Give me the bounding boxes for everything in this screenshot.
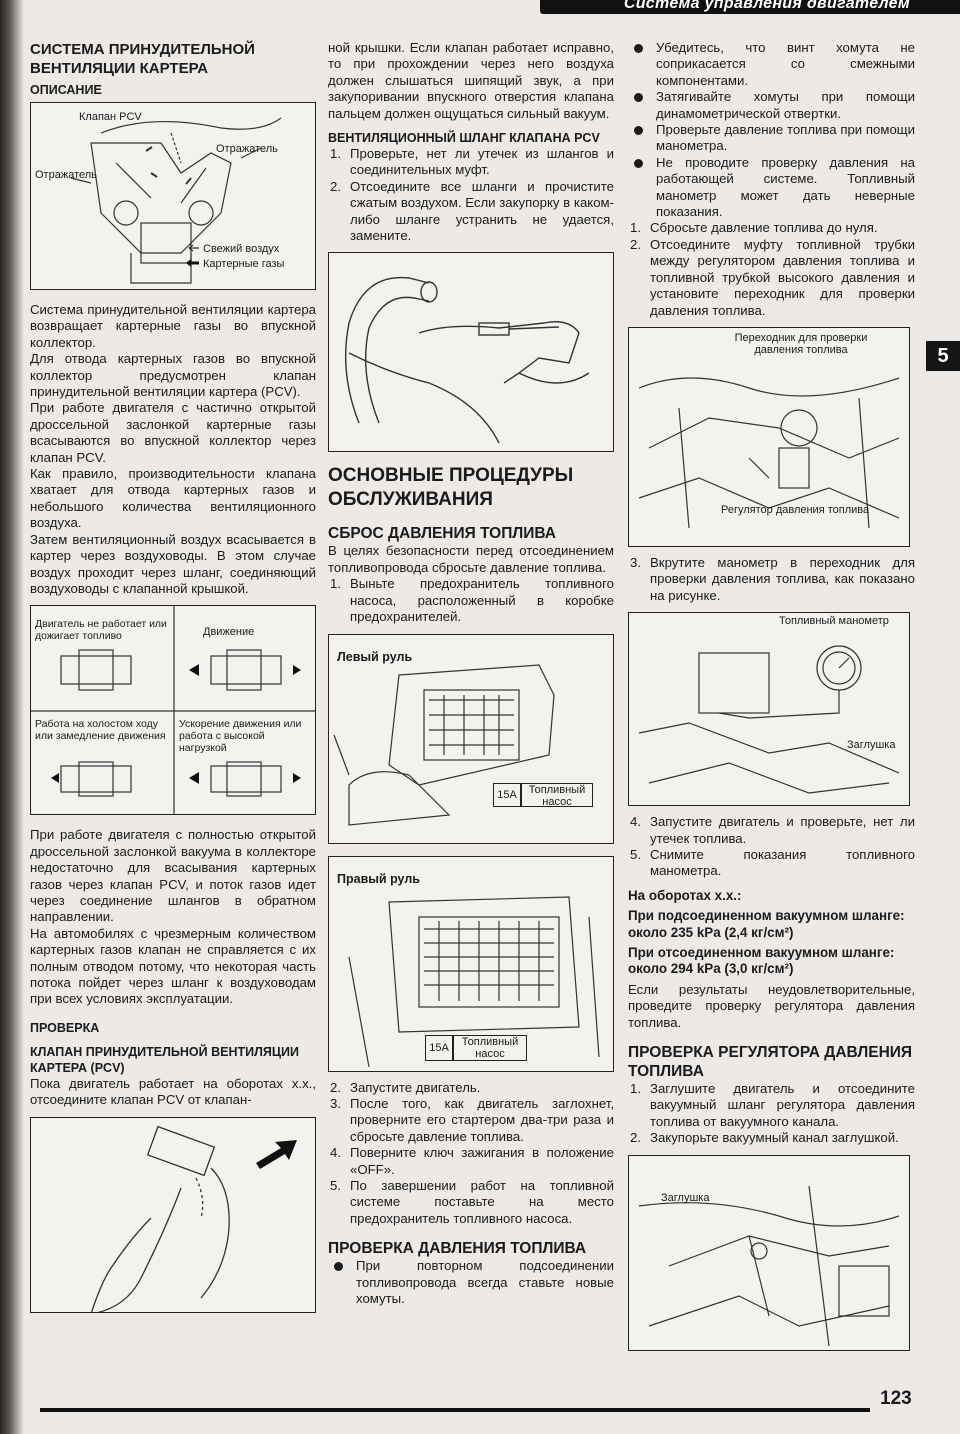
fig-title-left: Левый руль: [337, 649, 413, 664]
fuse-15a-right: 15A: [425, 1034, 453, 1061]
label-engine-off: Двигатель не работает или дожигает топли…: [35, 618, 167, 643]
pcv-system-figure: Клапан PCV Отражатель Отражатель Свежий …: [30, 102, 316, 290]
label-idle: Работа на холостом ходу или замедление д…: [35, 718, 166, 743]
fuel-pump-label-right: Топливный насос: [453, 1034, 527, 1061]
paragraph: Если результаты неудовлетворительные, пр…: [628, 981, 915, 1030]
reset-pressure-heading: СБРОС ДАВЛЕНИЯ ТОПЛИВА: [328, 525, 556, 543]
paragraph: В целях безопасности перед отсоединением…: [328, 543, 614, 575]
label-regulator: Регулятор давления топлива: [721, 503, 870, 516]
pressure-steps-4-5: 4.Запустите двигатель и проверьте, нет л…: [628, 814, 915, 880]
paragraph: При работе двигателя с полностью открыто…: [30, 827, 316, 925]
label-reflector-right: Отражатель: [216, 143, 278, 155]
adapter-figure: Переходник для проверки давления топлива…: [628, 326, 910, 547]
list-item: 1.Выньте предохранитель топливного насос…: [330, 576, 614, 625]
list-item: 5.Снимите показания топливного манометра…: [630, 846, 915, 879]
hose-steps: 1.Проверьте, нет ли утечек из шлангов и …: [328, 146, 614, 244]
column-3: Убедитесь, что винт хомута не соприкасае…: [628, 40, 915, 1351]
label-plug: Заглушка: [661, 1191, 710, 1204]
paragraph: При работе двигателя с частично открытой…: [30, 400, 316, 465]
list-item: Убедитесь, что винт хомута не соприкасае…: [628, 40, 915, 89]
hose-cleaning-figure: [328, 252, 614, 453]
section-tab: 5: [926, 341, 960, 371]
column-1: СИСТЕМА ПРИНУДИТЕЛЬНОЙ ВЕНТИЛЯЦИИ КАРТЕР…: [30, 40, 316, 1313]
main-procedures-heading: ОСНОВНЫЕ ПРОЦЕДУРЫ ОБСЛУЖИВАНИЯ: [328, 465, 574, 511]
list-item: 1.Сбросьте давление топлива до нуля.: [630, 220, 878, 236]
list-item: 3.После того, как двигатель заглохнет, п…: [330, 1095, 614, 1144]
pcv-finger-test-figure: [30, 1116, 316, 1313]
paragraph: Затем вентиляционный воздух всасывается …: [30, 531, 316, 596]
pressure-check-heading: ПРОВЕРКА ДАВЛЕНИЯ ТОПЛИВА: [328, 1240, 587, 1258]
label-fresh-air: Свежий воздух: [203, 243, 280, 255]
column-2: ной крышки. Если клапан работает исправн…: [328, 40, 614, 1307]
pressure-steps-1-2: 1.Сбросьте давление топлива до нуля. 2.О…: [628, 220, 915, 318]
engine-illustration: [70, 117, 282, 284]
running-header: Система управления двигателем: [540, 0, 960, 14]
list-item: 2.Отсоедините все шланги и прочистите сж…: [330, 178, 614, 244]
label-driving: Движение: [203, 626, 255, 639]
paragraph: Для отвода картерных газов во впускной к…: [30, 351, 316, 400]
footer-rule: [40, 1408, 870, 1412]
air-gun-illustration: [344, 277, 590, 444]
fig-title-right: Правый руль: [337, 871, 420, 886]
list-item: Затягивайте хомуты при помощи динамометр…: [628, 89, 915, 122]
adapter-illustration: [638, 377, 900, 528]
fuse-box-left-illustration: [333, 663, 555, 826]
list-item: При повторном подсоединении топливопрово…: [328, 1258, 614, 1307]
reset-steps-2-5: 2.Запустите двигатель. 3.После того, как…: [328, 1080, 614, 1228]
pcv-modes-figure: Двигатель не работает или дожигает топли…: [30, 605, 316, 816]
label-acceleration: Ускорение движения или работа с высокой …: [179, 718, 302, 755]
list-item: 3.Вкрутите манометр в переходник для про…: [630, 554, 915, 603]
list-item: 2.Закупорьте вакуумный канал заглушкой.: [630, 1130, 899, 1146]
fuse-15a-left: 15A: [493, 782, 521, 807]
regulator-steps: 1.Заглушите двигатель и отсоедините ваку…: [628, 1081, 915, 1147]
label-adapter: Переходник для проверки давления топлива: [734, 331, 868, 356]
connected-spec: При подсоединенном вакуумном шланге: око…: [628, 908, 905, 940]
pressure-bullets: При повторном подсоединении топливопрово…: [328, 1258, 614, 1307]
list-item: Не проводите проверку давления на работа…: [628, 155, 915, 221]
gauge-illustration: [638, 645, 900, 794]
fuse-box-right-figure: Правый руль 15A Топливный насос: [328, 855, 614, 1072]
list-item: 4.Запустите двигатель и проверьте, нет л…: [630, 814, 915, 846]
paragraph: Система принудительной вентиляции картер…: [30, 302, 316, 350]
paragraph: Как правило, производительности клапана …: [30, 466, 316, 531]
fuse-box-left-figure: Левый руль 15A Топливный насос: [328, 633, 614, 844]
list-item: 2.Запустите двигатель.: [330, 1079, 481, 1095]
description-heading: ОПИСАНИЕ: [30, 83, 102, 97]
pressure-step-3: 3.Вкрутите манометр в переходник для про…: [628, 555, 915, 604]
valve-modes-illustration: [31, 606, 315, 815]
idle-label: На оборотах х.х.:: [628, 887, 742, 903]
label-crankcase-gases: Картерные газы: [203, 258, 285, 270]
hose-heading: ВЕНТИЛЯЦИОННЫЙ ШЛАНГ КЛАПАНА PCV: [328, 131, 600, 146]
paragraph: На автомобилях с чрезмерным количеством …: [30, 925, 316, 1007]
list-item: 4.Поверните ключ зажигания в положение «…: [330, 1145, 614, 1177]
reset-step-1: 1.Выньте предохранитель топливного насос…: [328, 576, 614, 625]
plug-figure: Заглушка: [628, 1154, 910, 1351]
disconnected-spec: При отсоединенном вакуумном шланге: окол…: [628, 944, 895, 977]
hand-valve-illustration: [90, 1125, 297, 1312]
gauge-figure: Топливный манометр Заглушка: [628, 612, 910, 807]
label-pcv-valve: Клапан PCV: [79, 111, 142, 123]
list-item: 1.Проверьте, нет ли утечек из шлангов и …: [330, 146, 614, 178]
list-item: Проверьте давление топлива при помощи ма…: [628, 122, 915, 155]
plug-illustration: [638, 1185, 900, 1346]
page-gutter-shadow: [0, 0, 24, 1434]
regulator-check-heading: ПРОВЕРКА РЕГУЛЯТОРА ДАВЛЕНИЯ ТОПЛИВА: [628, 1044, 913, 1080]
paragraph: ной крышки. Если клапан работает исправн…: [328, 40, 614, 121]
pcv-valve-heading: КЛАПАН ПРИНУДИТЕЛЬНОЙ ВЕНТИЛЯЦИИ КАРТЕРА…: [30, 1044, 299, 1075]
header-title: Система управления двигателем: [623, 0, 910, 12]
list-item: 2.Отсоедините муфту топливной трубки меж…: [630, 236, 915, 318]
label-fuel-gauge: Топливный манометр: [779, 615, 889, 628]
page-number: 123: [880, 1388, 912, 1409]
list-item: 5.По завершении работ на топливной систе…: [330, 1177, 614, 1226]
paragraph: Пока двигатель работает на оборотах х.х.…: [30, 1075, 316, 1108]
check-heading: ПРОВЕРКА: [30, 1020, 100, 1035]
list-item: 1.Заглушите двигатель и отсоедините ваку…: [630, 1081, 915, 1129]
fuel-pump-label-left: Топливный насос: [521, 782, 593, 808]
label-plug-gauge: Заглушка: [847, 739, 896, 752]
fuse-box-right-illustration: [348, 895, 600, 1067]
label-reflector-left: Отражатель: [35, 169, 97, 181]
safety-bullets: Убедитесь, что винт хомута не соприкасае…: [628, 40, 915, 220]
section-title: СИСТЕМА ПРИНУДИТЕЛЬНОЙ ВЕНТИЛЯЦИИ КАРТЕР…: [30, 41, 255, 77]
